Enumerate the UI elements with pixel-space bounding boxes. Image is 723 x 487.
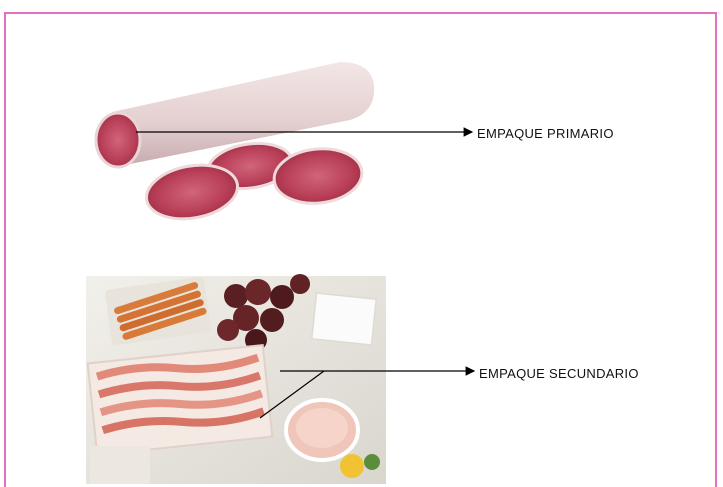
label-empaque-primario: EMPAQUE PRIMARIO <box>477 126 614 141</box>
garnish-herb <box>364 454 380 470</box>
photo-corner-item <box>90 446 150 484</box>
packaged-meats-image <box>86 274 386 484</box>
garnish-lemon <box>340 454 364 478</box>
label-empaque-secundario: EMPAQUE SECUNDARIO <box>479 366 639 381</box>
salami-image <box>96 62 374 226</box>
salami-cut-end <box>96 113 140 167</box>
white-package <box>312 293 376 345</box>
ham-slices <box>296 408 348 448</box>
